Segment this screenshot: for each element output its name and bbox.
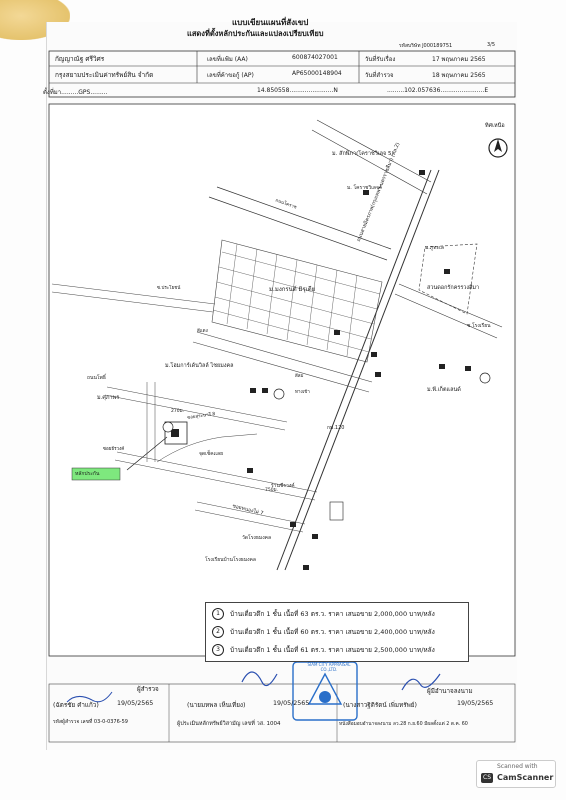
ap-label: เลขที่ค้าขอกู้ (AP)	[207, 72, 254, 79]
survey-label: วันที่สำรวจ	[365, 72, 394, 79]
label-korat-village: ม. โคราชวิเลจ4	[347, 185, 383, 191]
gps-e-unit: E	[484, 87, 489, 94]
gps-n: 14.850558.......................N	[257, 87, 338, 94]
label-junction2: ร้านชีรวงค์	[271, 483, 295, 489]
page-number: 3/5	[487, 42, 496, 48]
client-name: กัญญาณัฐ ศรีวิศร	[55, 55, 105, 63]
company-name: กรุงสยามประเมินค่าทรัพย์สิน จำกัด	[55, 71, 154, 79]
map-canvas	[48, 103, 516, 743]
label-ss: สีแดง	[197, 329, 208, 334]
legend-text-1: บ้านเดี่ยวตึก 1 ชั้น เนื้อที่ 63 ตร.ว. ร…	[230, 610, 435, 618]
label-sign-top: ม.ภูทะเล	[425, 245, 444, 251]
map-document: แบบเขียนแผนที่สังเขป แสดงที่ตั้งหลักประก…	[43, 18, 517, 750]
sig-left-name: (ฉัตรชัย คำแก้ว)	[53, 702, 99, 709]
sig-right-note: หนังสือมอบอำนาจลงนาม ลว.28 ก.ย.60 มีผลตั…	[339, 722, 468, 727]
survey-value: 18 พฤษภาคม 2565	[432, 72, 486, 79]
recv-label: วันที่รับเรื่อง	[365, 56, 396, 63]
label-temple: วัดโรงธมงคล	[242, 535, 272, 541]
aa-label: เลขที่แฟ้ม (AA)	[207, 56, 248, 63]
gps-n-unit: N	[333, 87, 338, 94]
label-road-label: ถนนโพธิ์	[87, 375, 106, 381]
legend-num-2: 2	[212, 626, 224, 638]
gps-prefix: ตั้งที่มา.........GPS.........	[43, 89, 108, 96]
sig-left-role: ผู้สำรวจ	[137, 686, 159, 693]
camscanner-badge: Scanned with CS CamScanner	[476, 760, 556, 788]
label-bus: ซ.ประโยชน์	[157, 286, 181, 291]
sig-left-license: รหัสผู้สำรวจ เลขที่ 03-0-0376-59	[53, 719, 128, 725]
gps-e-value: 102.057636	[404, 87, 441, 94]
scanner-line1: Scanned with	[497, 763, 538, 770]
aa-value: 600874027001	[292, 54, 338, 61]
sig-left-date: 19/05/2565	[117, 700, 154, 707]
label-entrance: ทางเข้า	[295, 390, 310, 395]
ap-value: AP65000148904	[292, 70, 342, 77]
label-start-box: หลักประกัน	[75, 471, 100, 477]
label-top-village: ม. สักพิภา(โคราชวิเลจ 5)	[332, 151, 394, 157]
legend-num-1: 1	[212, 608, 224, 620]
legend-text-3: บ้านเดี่ยวตึก 1 ชั้น เนื้อที่ 61 ตร.ว. ร…	[230, 646, 435, 654]
scanner-icon: CS	[481, 773, 493, 783]
sig-right-date: 19/05/2565	[457, 700, 494, 707]
label-village-r: ม.พี.เก็ตแลนด์	[427, 387, 461, 393]
scanner-line2: CamScanner	[497, 773, 554, 782]
gps-e: .........102.057636.....................…	[387, 87, 489, 94]
north-label: ทิศเหนือ	[485, 123, 505, 129]
legend-item-1: 1 บ้านเดี่ยวตึก 1 ชั้น เนื้อที่ 63 ตร.ว. …	[212, 606, 435, 622]
label-village-left: ม.โฮมการ์เด้นวิลล์ ไชยมงคล	[165, 363, 234, 369]
label-junction: จุดเช็คเเลย	[199, 451, 224, 457]
doc-subtitle: แสดงที่ตั้งหลักประกันและแปลงเปรียบเทียบ	[187, 29, 324, 38]
sig-mid-name: (นายมหพล เห็นเที่ยง)	[187, 702, 246, 709]
legend-text-2: บ้านเดี่ยวตึก 1 ชั้น เนื้อที่ 60 ตร.ว. ร…	[230, 628, 435, 636]
legend-item-3: 3 บ้านเดี่ยวตึก 1 ชั้น เนื้อที่ 61 ตร.ว. …	[212, 642, 435, 658]
sig-mid-date: 19/05/2565	[273, 700, 310, 707]
recv-value: 17 พฤษภาคม 2565	[432, 56, 486, 63]
label-village-mp: ม.ศุภาพร	[97, 395, 120, 401]
label-school: โรงเรียนบ้านโรงธมงคล	[205, 557, 256, 563]
label-village-mid: ม.มงกรนต์ มิรุเดีย	[269, 286, 316, 293]
gps-n-value: 14.850558	[257, 87, 290, 94]
legend-num-3: 3	[212, 644, 224, 656]
info-table	[48, 50, 516, 98]
label-km: กม.120	[327, 425, 345, 431]
label-lane-r: ซ.โรงเรียน	[467, 323, 491, 329]
label-lane7: ซอยธีรวงค์	[103, 447, 125, 452]
company-stamp: SIAM CITY APPRAISAL CO.,LTD.	[307, 662, 351, 672]
label-sign-right: สวนดอกรักครรวงสีมา	[427, 285, 480, 291]
legend-item-2: 2 บ้านเดี่ยวตึก 1 ชั้น เนื้อที่ 60 ตร.ว. …	[212, 624, 435, 640]
sig-right-name: (นางสาวฐิติรัตน์ เพิ่มทรัพย์)	[343, 702, 417, 709]
label-ss2: สีลม	[295, 374, 304, 379]
label-dist2: 270ม.	[171, 409, 184, 414]
ref-code: รหัสบริษัท J000189751	[399, 43, 453, 49]
doc-title: แบบเขียนแผนที่สังเขป	[232, 18, 309, 27]
sig-right-role: ผู้มีอำนาจลงนาม	[427, 688, 473, 695]
sig-mid-license: ผู้ประเมินหลักทรัพย์วิสามัญ เลขที่ วส. 1…	[177, 721, 281, 727]
label-dist1: 750ม.	[265, 488, 278, 493]
legend-box: 1 บ้านเดี่ยวตึก 1 ชั้น เนื้อที่ 63 ตร.ว. …	[205, 602, 469, 662]
